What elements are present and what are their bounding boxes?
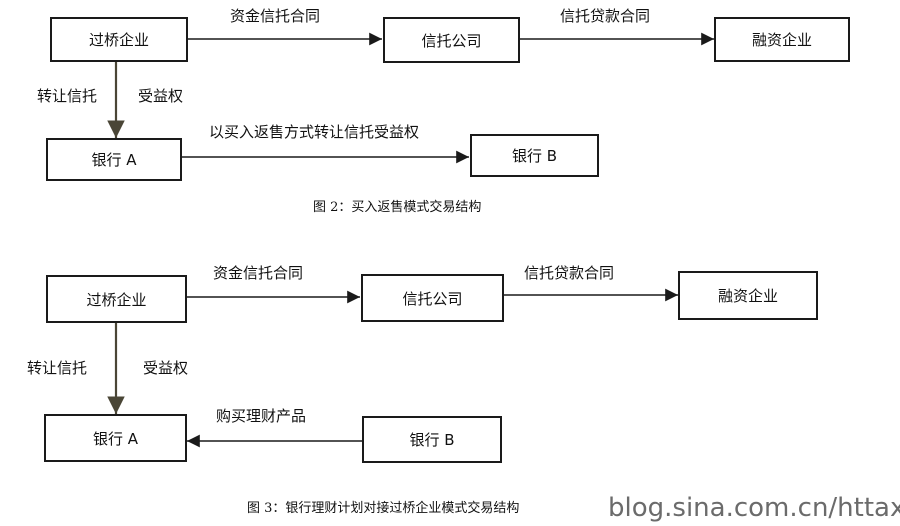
d2-node-bank-b: 银行 B [470,134,599,177]
d3-edge-label-wealth-product: 购买理财产品 [216,407,307,425]
d3-node-bank-b: 银行 B [362,416,502,463]
d2-caption: 图 2：买入返售模式交易结构 [313,200,482,215]
d3-edge-label-trust-loan: 信托贷款合同 [524,264,615,282]
d2-node-trust-company: 信托公司 [383,17,520,63]
d3-edge-label-transfer-trust: 转让信托 [27,359,88,377]
watermark-text: blog.sina.com.cn/httax [608,493,900,523]
d2-edge-label-trust-loan: 信托贷款合同 [560,7,651,25]
d2-edge-label-transfer-trust: 转让信托 [37,87,98,105]
d2-node-bank-b-label: 银行 B [511,147,558,165]
d2-node-trust-company-label: 信托公司 [421,31,482,50]
d2-edge-label-beneficial-right: 受益权 [138,87,184,105]
d3-node-financing-enterprise: 融资企业 [678,271,818,320]
d2-node-financing-enterprise: 融资企业 [714,17,850,62]
d3-node-bank-a-label: 银行 A [92,429,139,448]
d3-caption: 图 3：银行理财计划对接过桥企业模式交易结构 [247,501,520,516]
d2-node-financing-enterprise-label: 融资企业 [751,31,812,49]
d2-node-bridge-enterprise-label: 过桥企业 [88,31,149,49]
d3-node-trust-company: 信托公司 [361,274,504,322]
d3-edge-label-beneficial-right: 受益权 [143,359,189,377]
d2-edge-label-fund-trust: 资金信托合同 [230,7,321,25]
d2-node-bank-a-label: 银行 A [91,151,137,169]
d3-node-bank-b-label: 银行 B [409,431,455,449]
d3-node-trust-company-label: 信托公司 [402,289,463,308]
d3-node-bridge-enterprise: 过桥企业 [46,275,187,323]
d2-node-bridge-enterprise: 过桥企业 [50,17,188,62]
d2-edge-label-repo-transfer: 以买入返售方式转让信托受益权 [209,123,420,141]
d3-node-bridge-enterprise-label: 过桥企业 [86,290,147,309]
d3-node-financing-enterprise-label: 融资企业 [717,287,778,305]
d3-edge-label-fund-trust: 资金信托合同 [213,264,304,282]
d3-node-bank-a: 银行 A [44,414,187,462]
d2-node-bank-a: 银行 A [46,138,182,181]
